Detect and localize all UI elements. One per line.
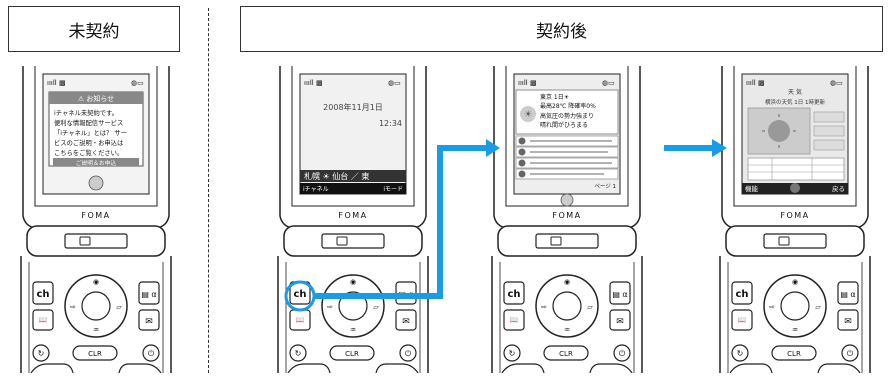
clear-key-label[interactable]: CLR	[787, 350, 801, 358]
clear-key-label[interactable]: CLR	[559, 350, 573, 358]
ticker-text: 札幌 ☀ 仙台 ／ 東	[304, 171, 369, 181]
soft-key-right[interactable]: 戻る	[832, 184, 845, 193]
svg-text:ıııll ▩: ıııll ▩	[518, 79, 537, 87]
notice-line: ビスのご説明・お申込は	[54, 138, 123, 147]
svg-text:⇨: ⇨	[327, 303, 333, 311]
svg-text:↻: ↻	[295, 349, 302, 358]
svg-text:✉: ✉	[844, 317, 852, 327]
phone-channel-list: ıııll ▩ ◍▭ ☀ 東京 1日☀ 最高28℃ 降確率0% 高気圧の勢力強ま…	[484, 66, 650, 374]
soft-key-left[interactable]: 機能	[745, 184, 759, 193]
header-before-contract-label: 未契約	[68, 21, 120, 42]
svg-text:▤ α: ▤ α	[398, 290, 413, 299]
standby-date: 2008年11月1日	[323, 102, 383, 112]
notice-line: 便利な情報配信サービス	[54, 118, 123, 127]
svg-text:◍▭: ◍▭	[830, 79, 843, 87]
svg-text:♒: ♒	[792, 326, 798, 334]
channel-key-label[interactable]: ch	[507, 289, 520, 300]
svg-text:✉: ✉	[402, 317, 410, 327]
svg-text:◉: ◉	[93, 278, 99, 286]
svg-text:▤ α: ▤ α	[612, 290, 627, 299]
channel-item[interactable]: 高気圧の勢力強まり	[540, 112, 594, 120]
clear-key-label[interactable]: CLR	[88, 350, 102, 358]
brand-label: FOMA	[338, 211, 367, 220]
brand-label: FOMA	[780, 211, 809, 220]
weather-subtitle: 横浜の天気 1日 1時更新	[765, 98, 825, 106]
dashed-divider	[208, 8, 209, 373]
channel-header: 東京 1日☀	[540, 93, 570, 101]
svg-text:📖: 📖	[738, 316, 747, 324]
svg-text:☀: ☀	[524, 110, 532, 120]
soft-key-right[interactable]: iモード	[383, 186, 403, 193]
power-key-label[interactable]: ⏻	[847, 349, 854, 358]
svg-text:▤ α: ▤ α	[840, 290, 855, 299]
svg-text:ıııll ▩: ıııll ▩	[304, 79, 323, 87]
svg-text:♒: ♒	[350, 326, 356, 334]
svg-text:◍▭: ◍▭	[388, 79, 401, 87]
svg-text:📖: 📖	[296, 316, 305, 324]
svg-text:↻: ↻	[737, 349, 744, 358]
svg-text:⇨: ⇨	[70, 303, 76, 311]
notice-button[interactable]: ご説明＆お申込	[76, 159, 117, 167]
svg-text:📖: 📖	[510, 316, 519, 324]
svg-text:◉: ◉	[792, 278, 798, 286]
svg-text:◉: ◉	[350, 278, 356, 286]
channel-key-label[interactable]: ch	[293, 289, 306, 300]
channel-key-label[interactable]: ch	[36, 289, 49, 300]
svg-text:♒: ♒	[564, 326, 570, 334]
svg-text:▤ α: ▤ α	[141, 290, 156, 299]
weather-title: 天 気	[788, 88, 802, 96]
power-key-label[interactable]: ⏻	[148, 349, 155, 358]
svg-text:ıııll ▩: ıııll ▩	[47, 79, 66, 87]
svg-text:▱: ▱	[116, 303, 122, 311]
page-indicator: ページ 1	[594, 183, 616, 190]
svg-text:⇨: ⇨	[769, 303, 775, 311]
notice-line: iチャネル未契約です。	[54, 108, 118, 117]
svg-text:◍▭: ◍▭	[131, 79, 144, 87]
svg-text:✉: ✉	[145, 317, 153, 327]
standby-time: 12:34	[379, 119, 402, 128]
power-key-label[interactable]: ⏻	[405, 349, 412, 358]
phone-ticker: ıııll ▩ ◍▭ 2008年11月1日 12:34 札幌 ☀ 仙台 ／ 東 …	[270, 66, 436, 374]
svg-text:▱: ▱	[587, 303, 593, 311]
header-after-contract: 契約後	[240, 6, 883, 52]
svg-text:♒: ♒	[93, 326, 99, 334]
brand-label: FOMA	[81, 211, 110, 220]
phone-weather-detail: ıııll ▩ ◍▭ 天 気 横浜の天気 1日 1時更新 機能 戻る FOMA …	[712, 66, 878, 374]
svg-text:↻: ↻	[509, 349, 516, 358]
power-key-label[interactable]: ⏻	[619, 349, 626, 358]
notice-line: こちらをご覧ください。	[54, 148, 123, 157]
svg-text:▱: ▱	[373, 303, 379, 311]
header-after-contract-label: 契約後	[536, 21, 587, 42]
svg-text:ıııll ▩: ıııll ▩	[746, 79, 765, 87]
notice-line: 「iチャネル」とは？ サー	[54, 129, 127, 137]
brand-label: FOMA	[552, 211, 581, 220]
svg-text:📖: 📖	[39, 316, 48, 324]
soft-key-left[interactable]: iチャネル	[303, 186, 329, 193]
svg-text:◍▭: ◍▭	[602, 79, 615, 87]
notice-title: ⚠ お知らせ	[78, 94, 114, 103]
svg-text:◉: ◉	[564, 278, 570, 286]
phone-unsubscribed: ıııll ▩ ◍▭ ⚠ お知らせ iチャネル未契約です。 便利な情報配信サービ…	[13, 66, 179, 374]
svg-text:↻: ↻	[38, 349, 45, 358]
clear-key-label[interactable]: CLR	[345, 350, 359, 358]
svg-text:✉: ✉	[616, 317, 624, 327]
channel-item[interactable]: 晴れ間がひろまる	[540, 121, 588, 129]
svg-text:⇨: ⇨	[541, 303, 547, 311]
channel-subheader: 最高28℃ 降確率0%	[540, 102, 596, 110]
channel-key-label[interactable]: ch	[735, 289, 748, 300]
svg-text:▱: ▱	[815, 303, 821, 311]
header-before-contract: 未契約	[8, 6, 180, 52]
